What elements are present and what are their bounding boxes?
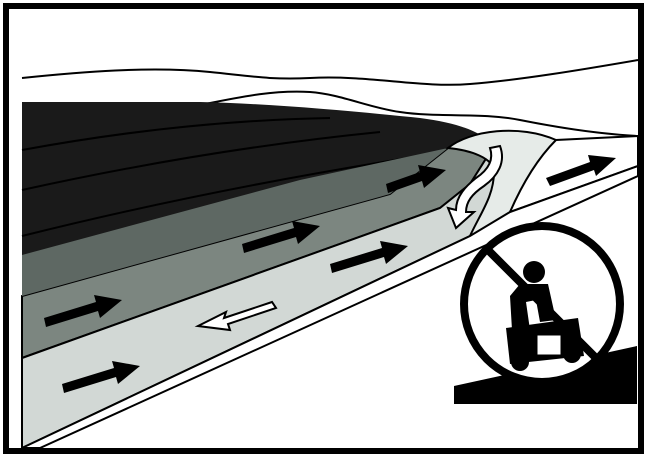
no-riding-mower-on-slope-icon bbox=[464, 226, 620, 382]
